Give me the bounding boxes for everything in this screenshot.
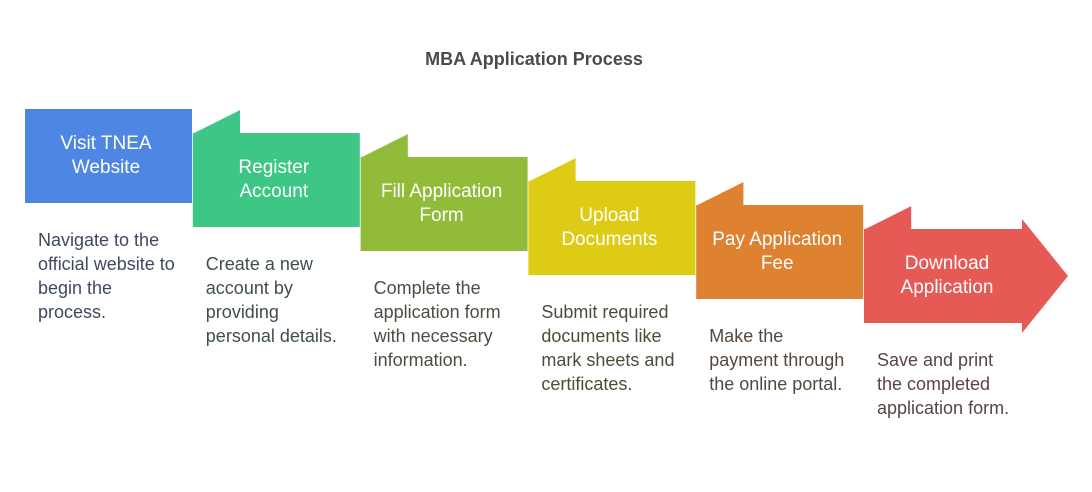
step-description: Save and print the completed application… [877,350,1010,418]
step-label: Upload Documents [528,181,690,275]
fold-edge [862,204,912,230]
step-box [696,205,864,299]
step-label-text: Fill Application Form [380,181,503,226]
step-box [360,157,528,251]
step-label-text: Upload Documents [561,205,658,250]
step-label-text: Register Account [238,157,310,202]
diagram-title: MBA Application Process [425,49,643,69]
step-label: Pay Application Fee [696,205,858,299]
step-box [192,133,360,227]
step-label: Fill Application Form [361,157,523,251]
fold-edge [191,108,241,134]
step-arrow [864,219,1068,333]
fold-edge [694,180,744,206]
step-description: Create a new account by providing person… [205,254,337,346]
fold-edge [527,156,577,182]
step-box [25,109,192,203]
step-label-text: Visit TNEA Website [60,133,152,178]
step-label-text: Pay Application Fee [712,229,843,274]
step-description: Complete the application form with neces… [373,278,501,370]
step-label-text: Download Application [900,253,994,298]
step-label: Visit TNEA Website [25,109,187,203]
step-label: Download Application [864,229,1030,323]
step-label: Register Account [193,133,355,227]
step-description: Navigate to the official website to begi… [38,230,175,322]
fold-edge [359,132,409,158]
step-description: Make the payment through the online port… [709,326,845,394]
step-box [528,181,696,275]
step-description: Submit required documents like mark shee… [541,302,675,394]
